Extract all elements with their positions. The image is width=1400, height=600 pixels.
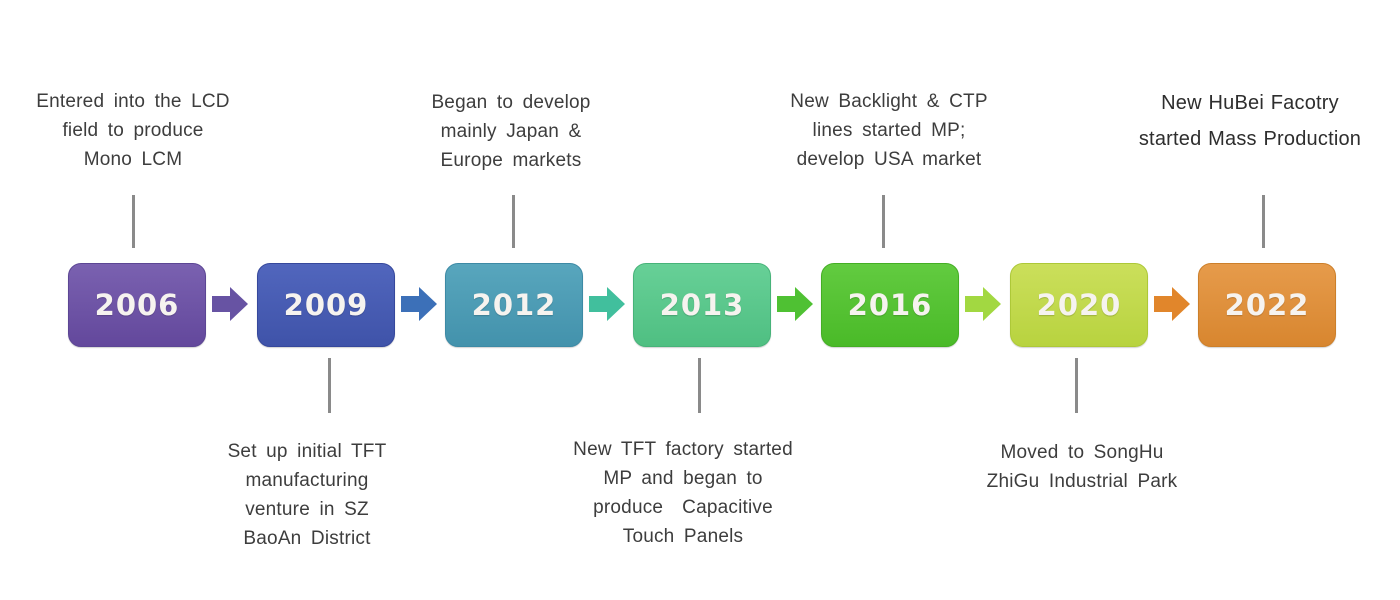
right-arrow-icon: [777, 287, 813, 321]
year-box-2020: 2020: [1010, 263, 1148, 347]
year-label: 2012: [471, 288, 557, 322]
description-line: New Backlight & CTP: [790, 91, 988, 112]
description-line: BaoAn District: [243, 528, 371, 549]
description-line: venture in SZ: [245, 499, 369, 520]
connector-line-2012: [512, 195, 515, 248]
year-box-2016: 2016: [821, 263, 959, 347]
description-line: field to produce: [62, 120, 204, 141]
right-arrow-icon: [401, 287, 437, 321]
milestone-description-2012: Began to develop mainly Japan & Europe m…: [391, 88, 631, 175]
connector-line-2009: [328, 358, 331, 413]
milestone-description-2016: New Backlight & CTP lines started MP; de…: [759, 87, 1019, 174]
arrow-shape: [777, 287, 813, 321]
description-line: Mono LCM: [83, 149, 183, 170]
year-label: 2022: [1224, 288, 1310, 322]
milestone-description-2006: Entered into the LCD field to produce Mo…: [0, 87, 266, 174]
description-line: Set up initial TFT: [227, 441, 387, 462]
connector-line-2013: [698, 358, 701, 413]
description-line: Europe markets: [440, 150, 582, 171]
year-label: 2020: [1036, 288, 1122, 322]
description-line: mainly Japan &: [440, 121, 582, 142]
year-box-2006: 2006: [68, 263, 206, 347]
description-line: Moved to SongHu: [1000, 442, 1164, 463]
connector-line-2022: [1262, 195, 1265, 248]
arrow-shape: [965, 287, 1001, 321]
description-line: lines started MP;: [812, 120, 966, 141]
right-arrow-icon: [212, 287, 248, 321]
description-line: New HuBei Facotry: [1161, 92, 1339, 114]
description-line: MP and began to: [603, 468, 763, 489]
year-box-2022: 2022: [1198, 263, 1336, 347]
arrow-shape: [401, 287, 437, 321]
arrow-shape: [212, 287, 248, 321]
description-line: Entered into the LCD: [36, 91, 230, 112]
description-line: manufacturing: [245, 470, 369, 491]
description-line: produce Capacitive: [593, 497, 773, 518]
description-line: Touch Panels: [622, 526, 744, 547]
description-line: develop USA market: [796, 149, 982, 170]
connector-line-2006: [132, 195, 135, 248]
year-box-2013: 2013: [633, 263, 771, 347]
right-arrow-icon: [965, 287, 1001, 321]
right-arrow-icon: [589, 287, 625, 321]
milestone-description-2022: New HuBei Facotry started Mass Productio…: [1090, 85, 1400, 157]
year-label: 2016: [847, 288, 933, 322]
year-label: 2009: [283, 288, 369, 322]
arrow-shape: [1154, 287, 1190, 321]
connector-line-2020: [1075, 358, 1078, 413]
description-line: New TFT factory started: [573, 439, 793, 460]
year-label: 2013: [659, 288, 745, 322]
description-line: ZhiGu Industrial Park: [986, 471, 1178, 492]
description-line: started Mass Production: [1138, 128, 1362, 150]
milestone-description-2009: Set up initial TFT manufacturing venture…: [187, 437, 427, 553]
description-line: Began to develop: [431, 92, 591, 113]
milestone-description-2020: Moved to SongHu ZhiGu Industrial Park: [932, 438, 1232, 496]
year-box-2009: 2009: [257, 263, 395, 347]
milestone-description-2013: New TFT factory started MP and began to …: [543, 435, 823, 551]
year-label: 2006: [94, 288, 180, 322]
arrow-shape: [589, 287, 625, 321]
right-arrow-icon: [1154, 287, 1190, 321]
connector-line-2016: [882, 195, 885, 248]
year-box-2012: 2012: [445, 263, 583, 347]
